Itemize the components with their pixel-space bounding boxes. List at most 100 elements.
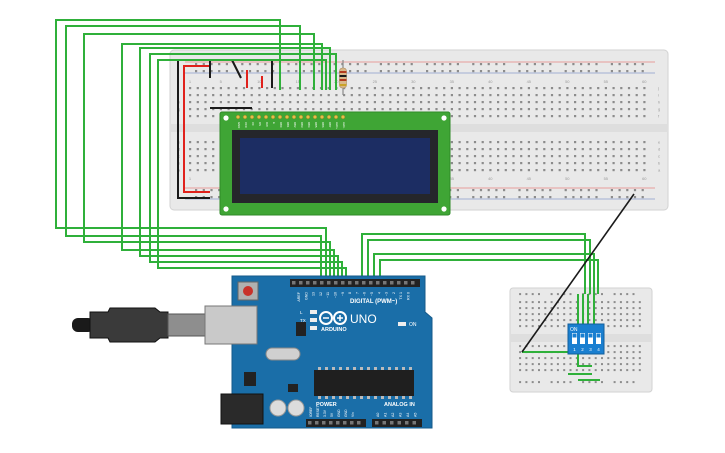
lcd-pin-label: GND <box>237 122 241 128</box>
digital-pin-label: 2 <box>392 292 396 294</box>
dip-toggle[interactable] <box>572 333 577 344</box>
digital-pin-label: ~5 <box>370 292 374 296</box>
status-led <box>310 326 317 330</box>
power-pin-label: IOREF <box>309 407 313 417</box>
column-number: 40 <box>488 79 493 84</box>
lcd-pin-label: DB2 <box>293 122 297 128</box>
lcd-pin-label: DB5 <box>314 122 318 128</box>
lcd-pin-label: LED- <box>342 122 346 128</box>
status-led-label: L <box>300 310 303 315</box>
dip-toggle[interactable] <box>588 333 593 344</box>
signal-wires[interactable] <box>55 19 600 381</box>
lcd-pin-label: RW <box>265 122 269 127</box>
arduino-brand: ARDUINO <box>321 327 347 333</box>
digital-pin-label: 12 <box>319 292 323 296</box>
lcd-pin-label: LED+ <box>335 122 339 129</box>
ground-diagonal-wire[interactable] <box>521 193 635 353</box>
lcd-pin-label: DB1 <box>286 122 290 128</box>
power-pin-label: GND <box>344 409 348 417</box>
column-number: 1 <box>189 79 192 84</box>
row-letter: j <box>657 86 659 91</box>
dip-switch-number: 4 <box>597 347 600 352</box>
lcd-pin-label: DB7 <box>328 122 332 128</box>
row-letter: e <box>178 140 181 145</box>
dip-switch-on-label: ON <box>570 327 578 333</box>
analog-pin-label: A5 <box>414 413 418 417</box>
atmega-chip <box>314 370 414 396</box>
lcd-pin-label: DB0 <box>279 122 283 128</box>
dip-switch-number: 2 <box>581 347 584 352</box>
row-letter: e <box>658 140 661 145</box>
column-number: 25 <box>373 79 378 84</box>
usb-cable <box>72 318 94 332</box>
digital-pin-label: TX 1 <box>399 292 403 300</box>
analog-pin-label: A2 <box>391 413 395 417</box>
column-number: 10 <box>257 79 262 84</box>
crystal-oscillator <box>265 347 301 361</box>
power-pin-label: Vin <box>351 412 355 417</box>
digital-pin-label: 4 <box>377 292 381 294</box>
digital-pin-label: ~6 <box>363 292 367 296</box>
digital-pin-label: GND <box>304 292 308 300</box>
digital-pin-label: ~10 <box>334 292 338 298</box>
column-number: 1 <box>189 176 192 181</box>
lcd-pin-label: DB3 <box>300 122 304 128</box>
resistor[interactable] <box>339 60 347 95</box>
row-letter: f <box>658 114 660 119</box>
digital-pin-label: ~9 <box>341 292 345 296</box>
analog-pin-label: A0 <box>376 413 380 417</box>
row-letter: h <box>178 100 180 105</box>
arduino-model: UNO <box>350 312 377 326</box>
column-number: 30 <box>411 79 416 84</box>
power-pin-label: RESET <box>316 406 320 417</box>
power-pin-label: GND <box>337 409 341 417</box>
lcd-pin-label: E <box>272 122 276 124</box>
lcd-pin-label: DB6 <box>321 122 325 128</box>
status-led <box>310 318 317 322</box>
analog-label: ANALOG IN <box>384 402 415 408</box>
on-led-label: ON <box>409 322 417 328</box>
digital-pin-label: 7 <box>355 292 359 294</box>
column-number: 50 <box>565 79 570 84</box>
analog-pin-label: A1 <box>384 413 388 417</box>
row-letter: d <box>178 147 180 152</box>
digital-pin-label: RX 0 <box>407 292 411 300</box>
power-pin-label: 5V <box>330 412 334 417</box>
row-letter: d <box>658 147 660 152</box>
power-pin-label: 3.3V <box>323 409 327 417</box>
digital-label: DIGITAL (PWM~) <box>350 299 397 305</box>
column-number: 55 <box>604 79 609 84</box>
status-led <box>310 310 317 314</box>
column-number: 5 <box>220 79 223 84</box>
column-number: 15 <box>296 79 301 84</box>
lcd-screen <box>240 138 430 194</box>
digital-pin-label: 13 <box>312 292 316 296</box>
lcd-pin-label: V0 <box>251 122 255 126</box>
power-jack <box>220 393 264 425</box>
digital-pin-label: ~11 <box>326 292 330 298</box>
column-number: 60 <box>642 176 647 181</box>
column-number: 45 <box>527 79 532 84</box>
column-number: 35 <box>450 79 455 84</box>
dip-switch-number: 3 <box>589 347 592 352</box>
column-number: 55 <box>604 176 609 181</box>
row-letter: i <box>658 93 659 98</box>
analog-pin-label: A3 <box>399 413 403 417</box>
digital-pin-label: ~3 <box>385 292 389 296</box>
lcd-pin-label: RS <box>258 122 262 126</box>
dip-toggle[interactable] <box>580 333 585 344</box>
row-letter: g <box>658 107 660 112</box>
capacitor-2 <box>287 399 305 417</box>
row-letter: b <box>658 161 661 166</box>
column-number: 35 <box>450 176 455 181</box>
digital-pin-label: AREF <box>297 291 301 301</box>
dip-toggle[interactable] <box>596 333 601 344</box>
reset-button[interactable] <box>243 286 253 296</box>
row-letter: g <box>178 107 180 112</box>
